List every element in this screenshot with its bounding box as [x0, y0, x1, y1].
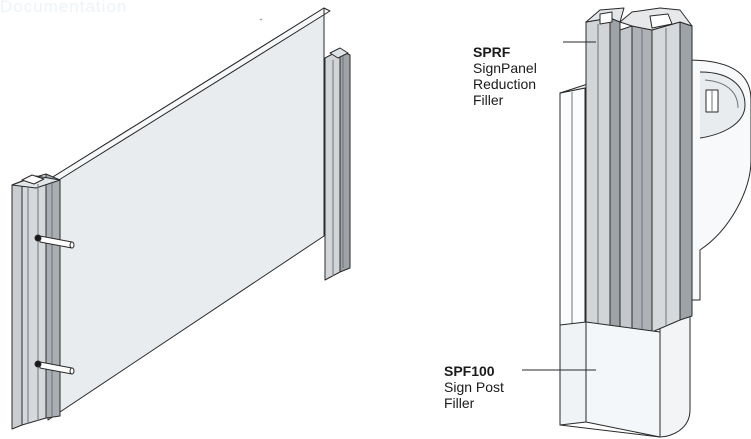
sign-panel [47, 7, 325, 421]
watermark-text: Documentation [0, 0, 128, 16]
spf100-code: SPF100 [444, 363, 495, 379]
panel-assembly [11, 7, 351, 430]
right-post [324, 47, 351, 281]
post-assembly [522, 7, 751, 438]
spf100-desc-line-1: Sign Post [444, 379, 504, 395]
sprf-code: SPRF [473, 44, 511, 60]
mounting-pin-top [34, 234, 75, 249]
sprf-desc-line-3: Filler [473, 92, 504, 108]
sprf-profile [585, 7, 693, 345]
sprf-desc-line-1: SignPanel [473, 60, 537, 76]
left-post [11, 173, 61, 430]
mounting-pin-bottom [34, 360, 75, 375]
spf100-filler [585, 321, 661, 438]
sprf-label: SPRF SignPanel Reduction Filler [473, 44, 537, 108]
spf100-desc-line-2: Filler [444, 395, 475, 411]
spf100-label: SPF100 Sign Post Filler [444, 363, 504, 411]
sprf-desc-line-2: Reduction [473, 76, 537, 92]
